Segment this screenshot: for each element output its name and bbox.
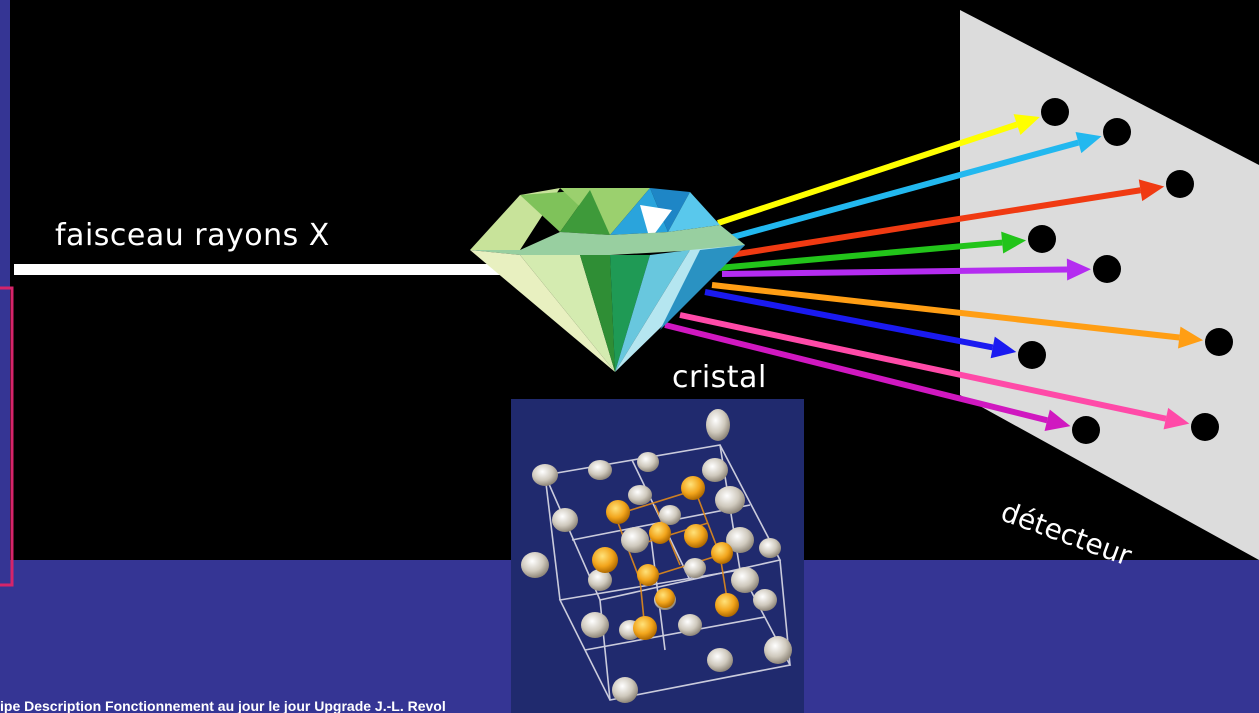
spot	[1191, 413, 1219, 441]
diffracted-beam	[717, 239, 1003, 271]
spot	[1103, 118, 1131, 146]
unit-cell-lattice-image	[511, 399, 804, 713]
diffracted-beam-arrowhead	[1163, 407, 1190, 430]
spot	[1093, 255, 1121, 283]
diffracted-beam-arrowhead	[990, 336, 1017, 359]
diffracted-beam-arrowhead	[1066, 258, 1092, 281]
footer-text: ipe Description Fonctionnement au jour l…	[0, 699, 446, 713]
spot	[1041, 98, 1069, 126]
diffracted-beam-arrowhead	[1001, 231, 1027, 254]
diffracted-beam-arrowhead	[1013, 114, 1040, 135]
diffracted-beam	[711, 187, 1141, 261]
spot	[1072, 416, 1100, 444]
incident-beam	[14, 264, 506, 275]
spot	[1018, 341, 1046, 369]
frame-accent	[0, 286, 14, 587]
spot	[1028, 225, 1056, 253]
diffracted-beam-arrowhead	[1044, 409, 1071, 431]
diffracted-beam	[664, 322, 1048, 424]
spot	[1205, 328, 1233, 356]
beam-label: faisceau rayons X	[55, 218, 330, 253]
spot	[1166, 170, 1194, 198]
diffracted-beams	[664, 114, 1204, 431]
diffracted-beam-arrowhead	[1178, 326, 1204, 349]
diffracted-beam	[704, 289, 994, 351]
crystal-label: cristal	[672, 360, 767, 395]
detector-spots	[1018, 98, 1233, 444]
diffracted-beam-arrowhead	[1138, 179, 1165, 202]
diffracted-beam-arrowhead	[1075, 131, 1102, 154]
diffracted-beam	[711, 282, 1180, 341]
crystal-gem	[470, 188, 745, 372]
diffracted-beam	[721, 266, 1068, 277]
diffracted-beam	[717, 121, 1018, 226]
diffracted-beam	[721, 139, 1080, 243]
diffracted-beam	[679, 312, 1167, 422]
